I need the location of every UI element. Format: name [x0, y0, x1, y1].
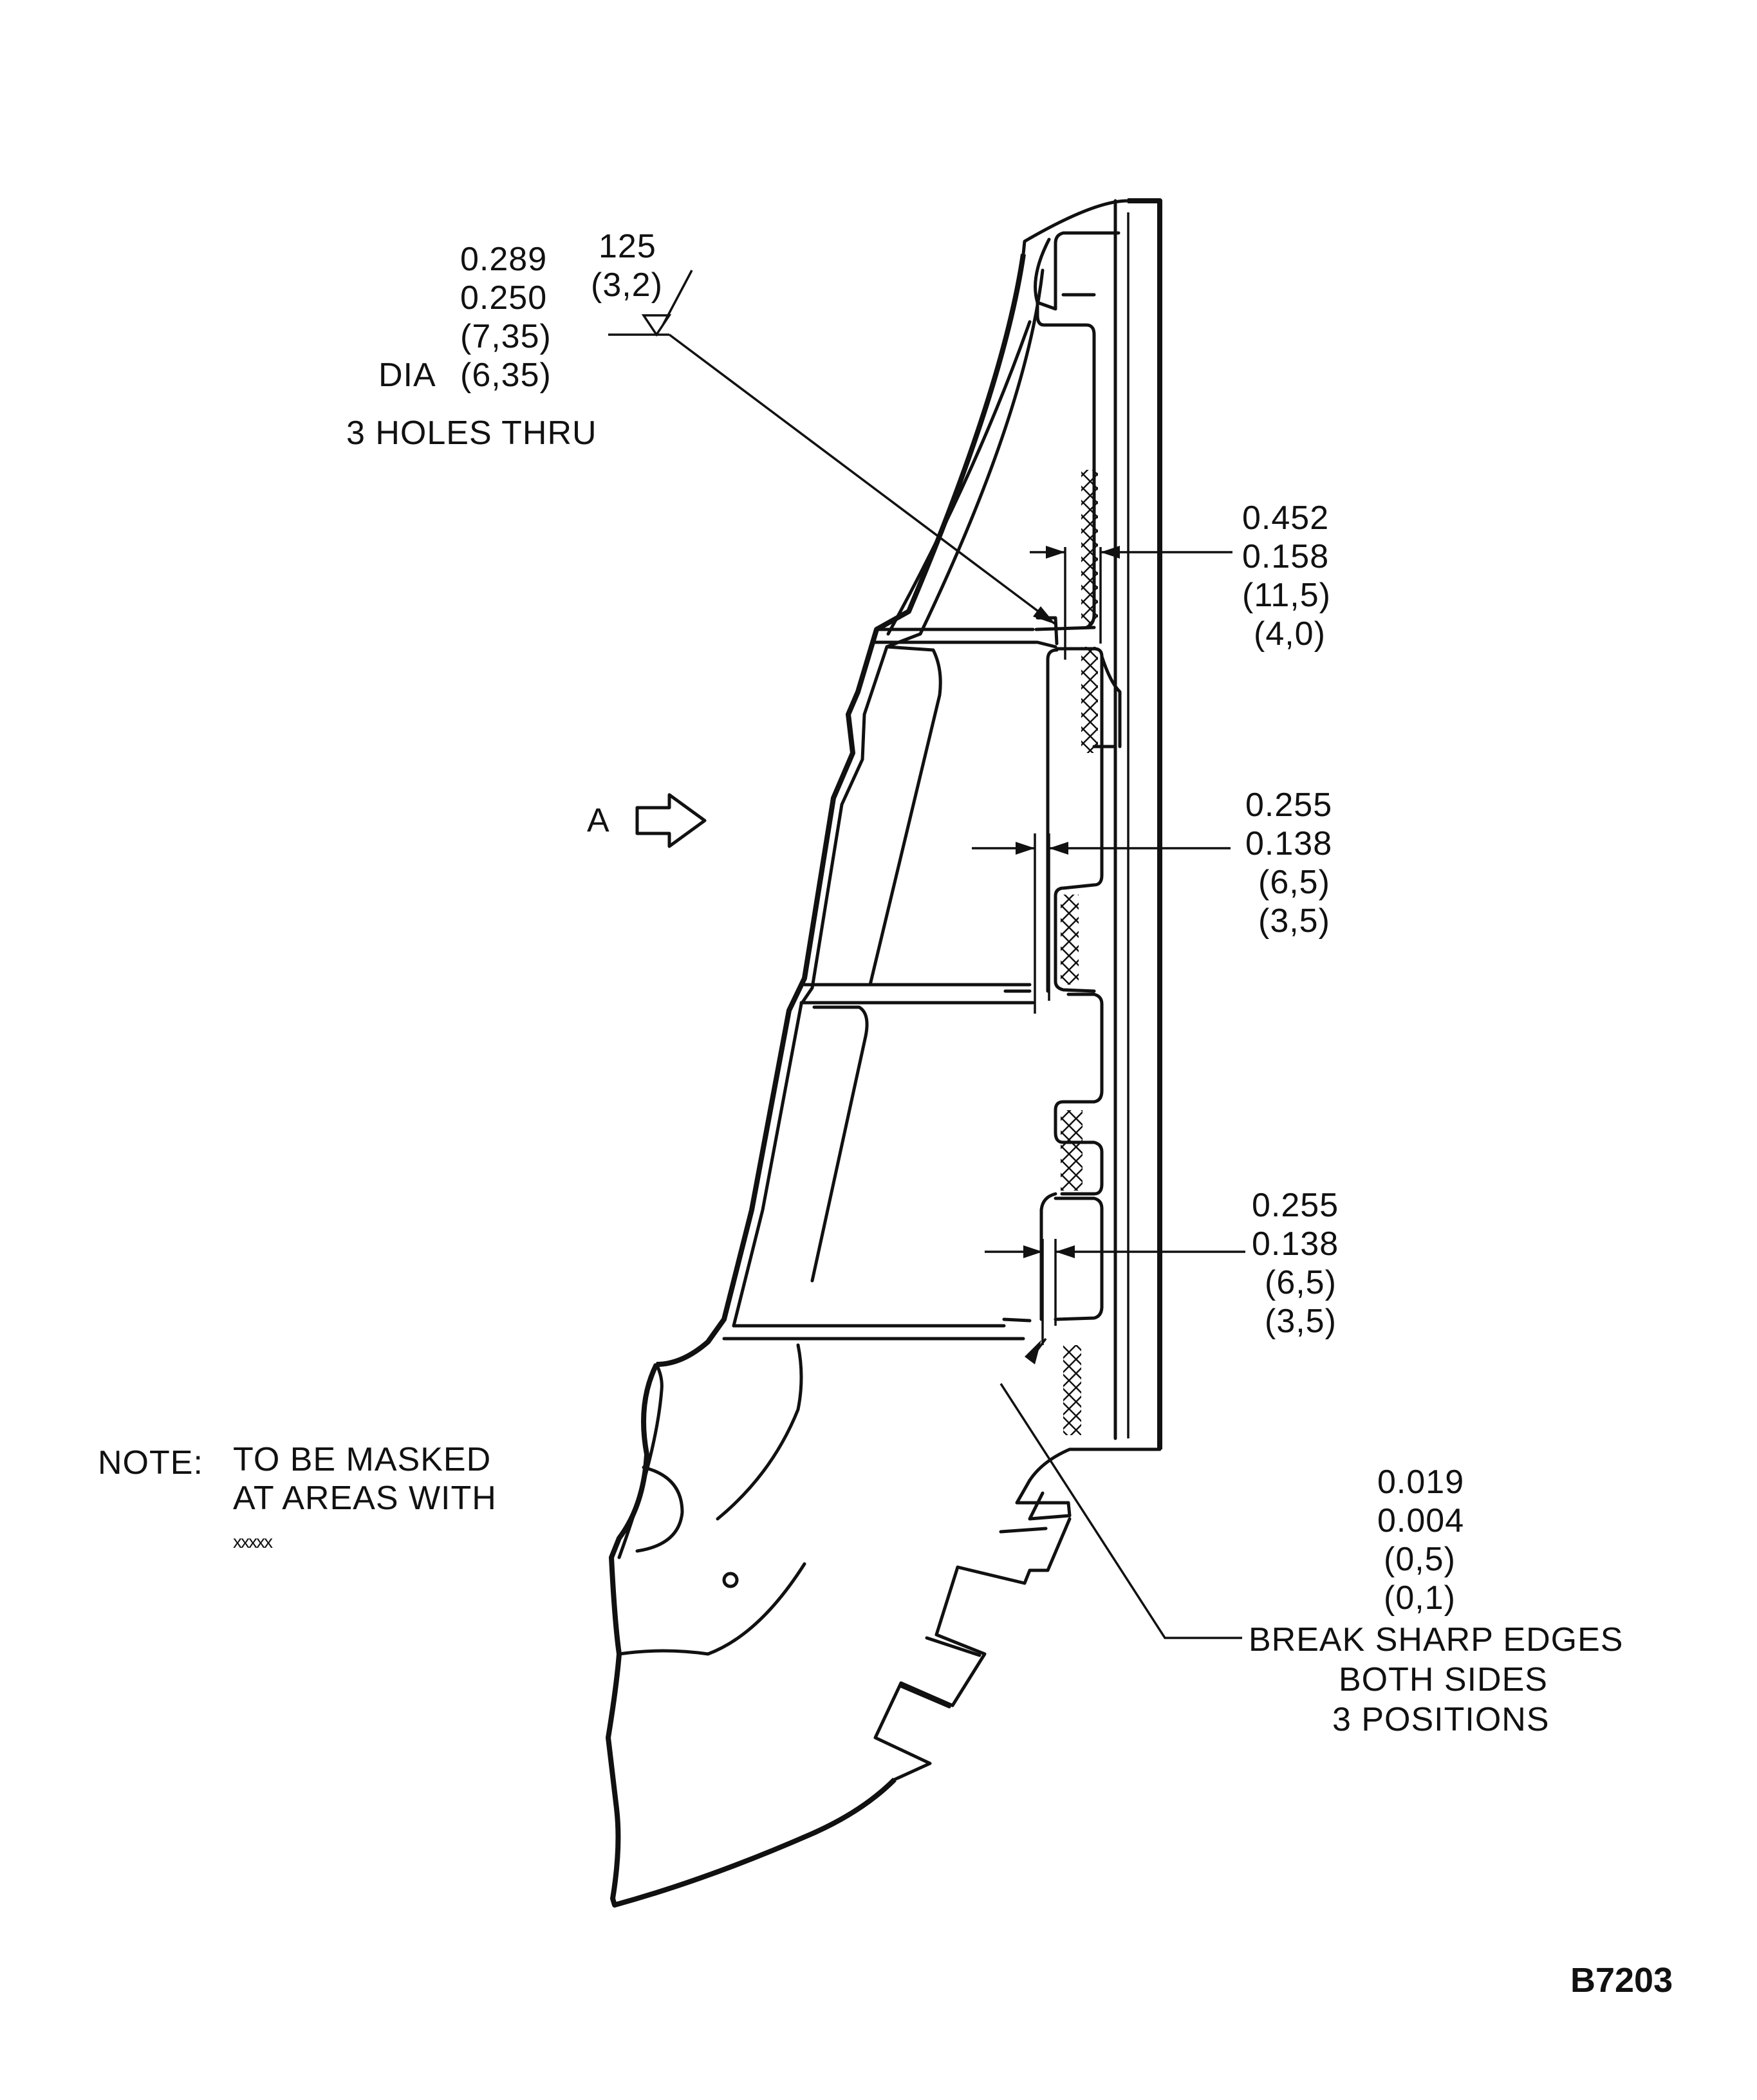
hole-callout: 0.289 0.250 (7,35) DIA (6,35) 3 HOLES TH…: [346, 228, 663, 452]
hole-dia-label: DIA: [378, 357, 436, 394]
dim-upper-line2: 0.158: [1242, 538, 1329, 575]
surface-finish-symbol: [641, 270, 693, 337]
mask-note-line2: AT AREAS WITH: [233, 1480, 497, 1517]
outer-right-edge: [1128, 198, 1162, 1449]
dim-lower-lines: [985, 1239, 1245, 1345]
mask-area-bottom: [1063, 1345, 1081, 1435]
rib-3: [722, 1196, 1104, 1341]
pocket-3: [810, 1005, 1104, 1321]
dim-middle-line3: (6,5): [1258, 864, 1330, 901]
edge-dim-line4: (0,1): [1384, 1579, 1456, 1617]
edge-leader: [999, 1337, 1242, 1639]
rib-2: [799, 886, 1104, 1104]
mask-note-line1: TO BE MASKED: [233, 1441, 491, 1478]
dim-lower-line4: (3,5): [1265, 1303, 1337, 1340]
mask-area-upper-2: [1081, 647, 1098, 753]
edge-dim-line3: (0,5): [1384, 1541, 1456, 1578]
dim-lower-line3: (6,5): [1265, 1264, 1337, 1301]
tip-pocket: [1034, 231, 1120, 311]
mask-area-middle: [1061, 895, 1079, 985]
mask-area-upper: [1081, 470, 1098, 624]
round-boss: [635, 1465, 684, 1553]
dim-upper-line4: (4,0): [1254, 615, 1326, 653]
finish-value: 125: [599, 228, 656, 265]
dim-middle-line1: 0.255: [1245, 786, 1332, 824]
view-arrow-a: [635, 793, 707, 848]
dim-upper-text: 0.452 0.158 (11,5) (4,0): [1242, 499, 1331, 653]
bottom-right-end: [1028, 1447, 1162, 1482]
top-tip: [1021, 199, 1130, 256]
lower-section: [606, 1343, 1072, 1908]
dim-upper-lines: [1030, 546, 1232, 660]
dim-lower-line1: 0.255: [1252, 1187, 1339, 1224]
edge-callout: 0.019 0.004 (0,5) (0,1) BREAK SHARP EDGE…: [1249, 1463, 1623, 1738]
hole-dim-line4: (6,35): [460, 357, 552, 394]
drawing-number: B7203: [1570, 1961, 1673, 2000]
dim-middle-line2: 0.138: [1245, 825, 1332, 862]
finish-metric: (3,2): [591, 266, 663, 304]
dim-lower-line2: 0.138: [1252, 1225, 1339, 1263]
hole-dim-line1: 0.289: [460, 241, 547, 278]
leading-edge-inner: [732, 268, 1045, 1328]
view-arrow-label: A: [587, 802, 610, 839]
dim-upper-line3: (11,5): [1242, 577, 1331, 614]
dim-middle-line4: (3,5): [1258, 902, 1330, 940]
edge-dim-line1: 0.019: [1377, 1463, 1464, 1501]
dim-upper-line1: 0.452: [1242, 499, 1329, 537]
dim-middle-text: 0.255 0.138 (6,5) (3,5): [1245, 786, 1332, 940]
leading-edge-outer: [656, 254, 1026, 1367]
mask-note-prefix: NOTE:: [98, 1444, 203, 1482]
hole-dim-line2: 0.250: [460, 279, 547, 317]
mask-area-lower: [1061, 1110, 1083, 1191]
edge-dim-line2: 0.004: [1377, 1502, 1464, 1539]
dim-middle-lines: [972, 833, 1231, 1014]
rib-1: [873, 616, 1096, 649]
masked-areas: [1061, 470, 1098, 1435]
part-outline: [656, 198, 1162, 1482]
hole-leader: [608, 270, 1057, 626]
edge-note2: BOTH SIDES: [1339, 1661, 1548, 1698]
edge-note1: BREAK SHARP EDGES: [1249, 1621, 1623, 1659]
hole-note: 3 HOLES THRU: [346, 414, 597, 452]
hole-dim-line3: (7,35): [460, 318, 552, 355]
mask-note-symbol: xxxxx: [233, 1532, 273, 1552]
mask-note: NOTE: TO BE MASKED AT AREAS WITH xxxxx: [98, 1441, 497, 1552]
small-hole: [722, 1572, 739, 1588]
dim-lower-text: 0.255 0.138 (6,5) (3,5): [1252, 1187, 1339, 1340]
edge-note3: 3 POSITIONS: [1332, 1701, 1550, 1738]
